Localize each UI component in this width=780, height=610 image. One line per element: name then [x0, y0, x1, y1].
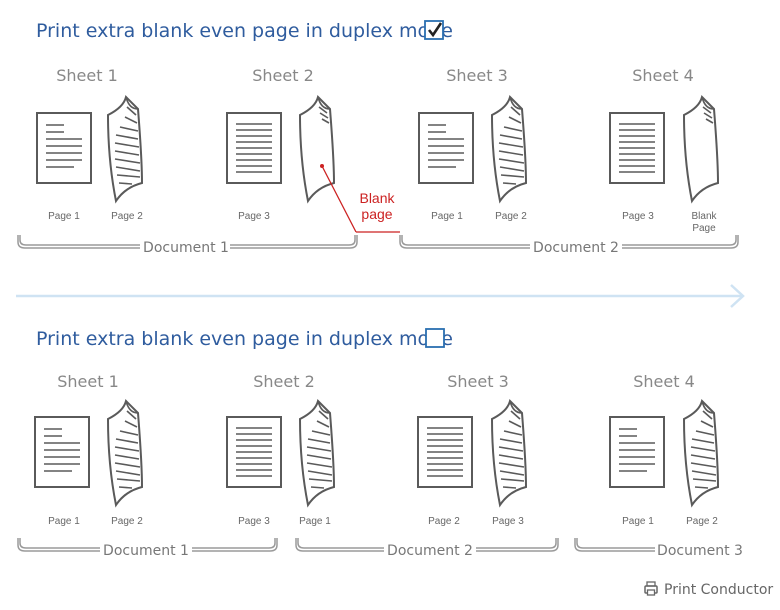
document-bracket: Document 2 [399, 235, 739, 256]
brand-name: Print Conductor [664, 582, 773, 598]
page-label: Page 1 [299, 516, 331, 527]
section-unchecked: Print extra blank even page in duplex mo… [17, 328, 743, 559]
page-label: Page 3 [238, 516, 270, 527]
front-page-icon [609, 416, 665, 488]
section-header: Print extra blank even page in duplex mo… [36, 20, 453, 42]
page-label: Page 2 [686, 516, 718, 527]
page-label: Page 3 [238, 211, 270, 222]
front-page-icon [609, 112, 665, 184]
page-label: Page 2 [428, 516, 460, 527]
back-page-icon [107, 96, 143, 202]
blank-back-page-icon [299, 96, 335, 202]
front-page-icon [418, 112, 474, 184]
document-bracket: Document 3 [574, 538, 743, 559]
callout-line-2: page [361, 206, 392, 222]
back-page-icon [683, 400, 719, 506]
sheet-title: Sheet 3 [447, 372, 509, 391]
page-label: Page 1 [622, 516, 654, 527]
front-page-icon [226, 112, 282, 184]
front-page-icon [34, 416, 90, 488]
front-page-icon [226, 416, 282, 488]
page-label: Page 2 [111, 211, 143, 222]
checkbox-checked[interactable] [424, 20, 444, 40]
sheet-title: Sheet 4 [632, 66, 694, 85]
section-checked: Print extra blank even page in duplex mo… [17, 20, 739, 256]
back-page-icon [107, 400, 143, 506]
document-bracket: Document 1 [17, 538, 278, 559]
document-label: Document 1 [103, 543, 189, 559]
checkbox-unchecked[interactable] [425, 328, 445, 348]
document-label: Document 2 [387, 543, 473, 559]
back-page-icon [491, 96, 527, 202]
document-label: Document 2 [533, 240, 619, 256]
divider-arrow [16, 284, 745, 308]
blank-page-callout: Blank page [320, 164, 400, 233]
page-label: Page 2 [495, 211, 527, 222]
brand: Print Conductor [644, 581, 773, 598]
callout-line-1: Blank [359, 190, 395, 206]
check-icon [427, 22, 443, 38]
blank-back-page-icon [683, 96, 719, 202]
document-label: Document 1 [143, 240, 229, 256]
page-label: Page 1 [431, 211, 463, 222]
document-bracket: Document 1 [17, 235, 358, 256]
printer-icon [644, 581, 658, 596]
sheet-title: Sheet 1 [56, 66, 118, 85]
back-page-icon [491, 400, 527, 506]
page-label: Page 3 [622, 211, 654, 222]
back-page-icon [299, 400, 335, 506]
document-bracket: Document 2 [295, 538, 559, 559]
front-page-icon [36, 112, 92, 184]
sheet-title: Sheet 1 [57, 372, 119, 391]
sheet-title: Sheet 4 [633, 372, 695, 391]
section-header: Print extra blank even page in duplex mo… [36, 328, 453, 350]
page-label: Page 1 [48, 516, 80, 527]
page-label: Page 1 [48, 211, 80, 222]
front-page-icon [417, 416, 473, 488]
page-label: Page 2 [111, 516, 143, 527]
page-label: Page 3 [492, 516, 524, 527]
sheet-title: Sheet 2 [253, 372, 315, 391]
sheet-title: Sheet 2 [252, 66, 314, 85]
sheet-title: Sheet 3 [446, 66, 508, 85]
document-label: Document 3 [657, 543, 743, 559]
